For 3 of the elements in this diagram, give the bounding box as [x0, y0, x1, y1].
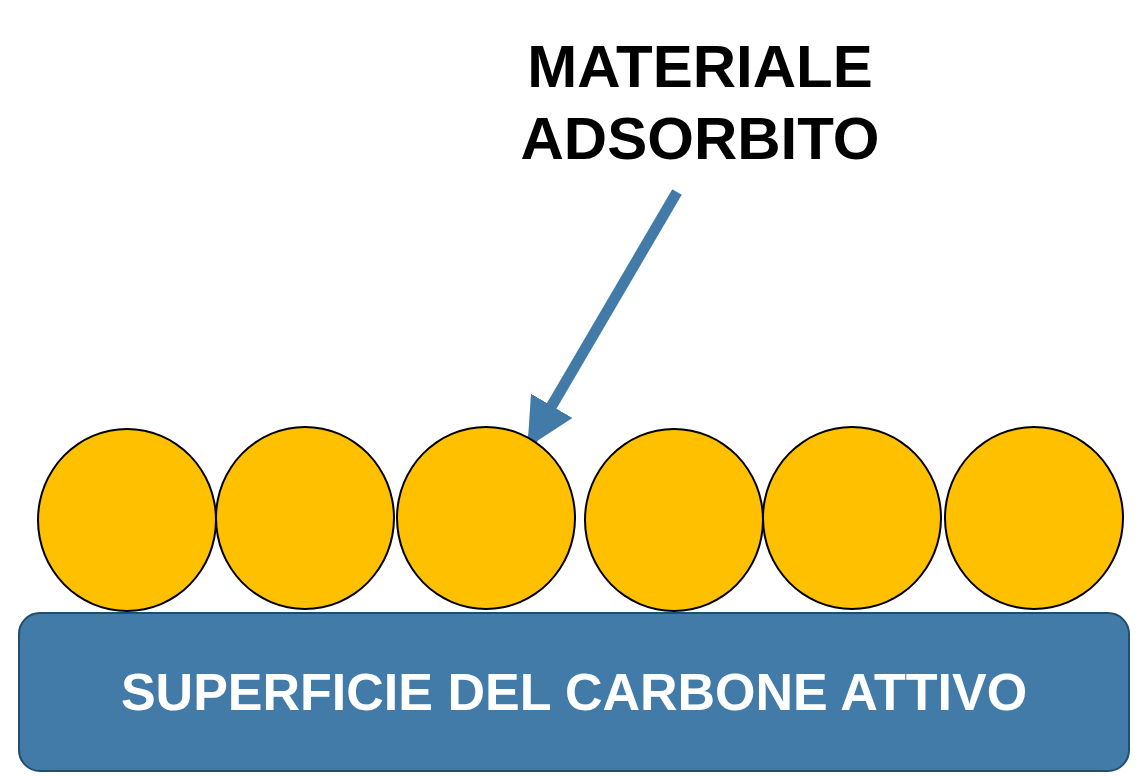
- surface-label: SUPERFICIE DEL CARBONE ATTIVO: [120, 662, 1028, 722]
- heading-label: MATERIALE ADSORBITO: [519, 32, 881, 174]
- surface-bar: [18, 612, 1130, 772]
